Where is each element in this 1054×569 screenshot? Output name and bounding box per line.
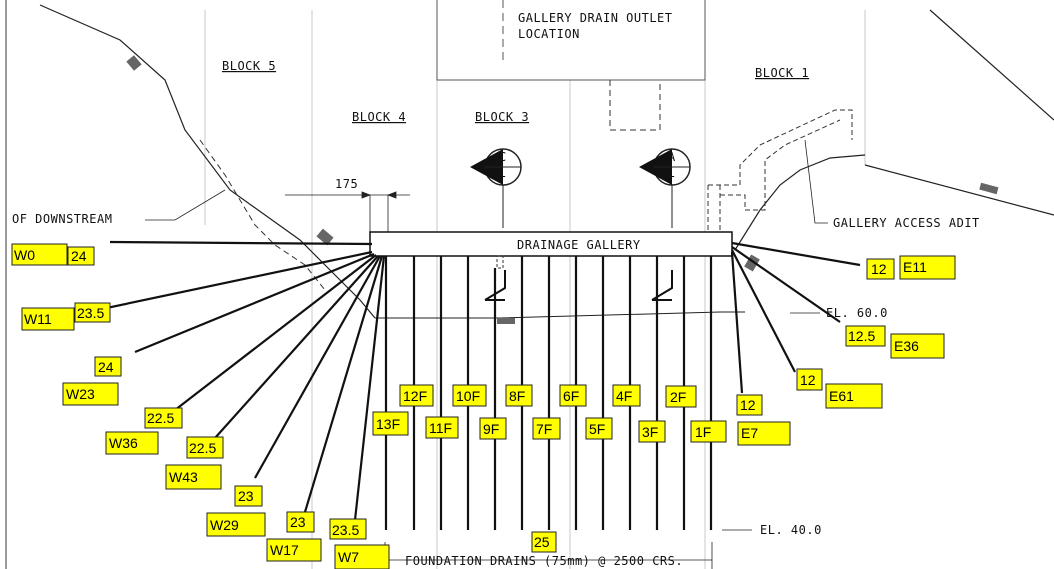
east-fan-drains bbox=[730, 241, 861, 394]
adit-line bbox=[734, 154, 866, 251]
block-5-label: BLOCK 5 bbox=[222, 59, 276, 73]
tag-e61-len: 12 bbox=[800, 372, 816, 388]
dashed-outlet-box bbox=[609, 80, 661, 131]
tag-8f: 8F bbox=[509, 388, 525, 404]
access-adit-leader bbox=[804, 139, 828, 224]
outlet-label-line1: GALLERY DRAIN OUTLET bbox=[518, 11, 673, 25]
section-a-letter: A bbox=[668, 150, 676, 164]
block-3-label: BLOCK 3 bbox=[475, 110, 529, 124]
tag-w36: W36 bbox=[109, 435, 138, 451]
tags-east: 12 E11 12.5 E36 12 E61 12 E7 bbox=[736, 255, 956, 446]
wall-symbol-right bbox=[651, 270, 673, 301]
tag-w7-len: 23.5 bbox=[332, 522, 359, 538]
tags-west: W0 24 W11 23.5 24 W23 22.5 W36 22.5 W43 … bbox=[11, 243, 390, 569]
tag-w7: W7 bbox=[338, 549, 359, 565]
el-40-label: EL. 40.0 bbox=[760, 523, 822, 537]
tag-e7-len: 12 bbox=[740, 397, 756, 413]
tag-2f: 2F bbox=[670, 389, 686, 405]
tag-w0: W0 bbox=[14, 247, 35, 263]
downstream-leader bbox=[145, 189, 226, 221]
tag-w36-len: 22.5 bbox=[147, 410, 174, 426]
tag-e36-len: 12.5 bbox=[848, 328, 875, 344]
tag-w29: W29 bbox=[210, 517, 239, 533]
tag-w29-len: 23 bbox=[238, 488, 254, 504]
tag-5f: 5F bbox=[589, 421, 605, 437]
access-adit-label: GALLERY ACCESS ADIT bbox=[833, 216, 980, 230]
tag-w11-len: 23.5 bbox=[77, 305, 104, 321]
block-4-label: BLOCK 4 bbox=[352, 110, 406, 124]
el-60-label: EL. 60.0 bbox=[826, 306, 888, 320]
tag-6f: 6F bbox=[563, 388, 579, 404]
block-1-label: BLOCK 1 bbox=[755, 66, 809, 80]
tag-w11: W11 bbox=[24, 311, 52, 327]
tag-11f: 11F bbox=[429, 420, 452, 436]
tag-e7: E7 bbox=[741, 425, 758, 441]
foundation-drains-label: FOUNDATION DRAINS (75mm) @ 2500 CRS. bbox=[405, 554, 683, 568]
tag-w23: W23 bbox=[66, 386, 95, 402]
outlet-label-line2: LOCATION bbox=[518, 27, 580, 41]
tag-9f: 9F bbox=[483, 421, 499, 437]
dam-profile-dashed bbox=[199, 139, 326, 291]
tag-1f: 1F bbox=[695, 424, 711, 440]
block-dividers bbox=[204, 10, 866, 569]
section-c-letter: C bbox=[499, 150, 507, 164]
tag-w43-len: 22.5 bbox=[189, 440, 216, 456]
section-marker-c: C - bbox=[470, 148, 522, 228]
outlet-box bbox=[436, 0, 706, 81]
block-labels: BLOCK 5 BLOCK 4 BLOCK 3 BLOCK 1 bbox=[222, 59, 809, 124]
tags-drains: 13F 12F 11F 10F 9F 8F 7F 6F 5F 4F 3F 2F … bbox=[372, 384, 727, 443]
tag-7f: 7F bbox=[536, 421, 552, 437]
tags-center: 25 bbox=[531, 531, 557, 553]
tag-w23-len: 24 bbox=[98, 359, 114, 375]
tag-4f: 4F bbox=[616, 388, 632, 404]
west-fan-drains bbox=[77, 240, 386, 521]
tag-e36: E36 bbox=[894, 338, 919, 354]
section-a-sub: - bbox=[669, 169, 677, 183]
tag-13f: 13F bbox=[376, 416, 400, 432]
tag-center-len: 25 bbox=[534, 534, 550, 550]
gallery-drop bbox=[496, 255, 504, 269]
tag-w0-len: 24 bbox=[71, 248, 87, 264]
drainage-gallery-label: DRAINAGE GALLERY bbox=[517, 238, 641, 252]
dimension-175-label: 175 bbox=[335, 177, 358, 191]
section-c-sub: - bbox=[500, 169, 508, 183]
hatch-marks bbox=[126, 55, 999, 324]
dimension-175 bbox=[285, 191, 410, 232]
dam-profile-left bbox=[39, 4, 376, 319]
tag-3f: 3F bbox=[642, 424, 658, 440]
tag-w17-len: 23 bbox=[290, 514, 306, 530]
ground-line-right bbox=[864, 164, 1054, 216]
dam-profile-right bbox=[929, 9, 1054, 121]
vertical-drains bbox=[384, 256, 713, 530]
gallery-base-line bbox=[375, 311, 745, 319]
tag-e11: E11 bbox=[903, 259, 927, 275]
tag-10f: 10F bbox=[456, 388, 480, 404]
tag-w43: W43 bbox=[169, 469, 198, 485]
tag-w17: W17 bbox=[270, 542, 299, 558]
tag-e11-len: 12 bbox=[871, 261, 887, 277]
tag-12f: 12F bbox=[403, 388, 427, 404]
tag-e61: E61 bbox=[829, 388, 854, 404]
section-marker-a: A - bbox=[639, 148, 691, 228]
downstream-label: OF DOWNSTREAM bbox=[12, 212, 112, 226]
